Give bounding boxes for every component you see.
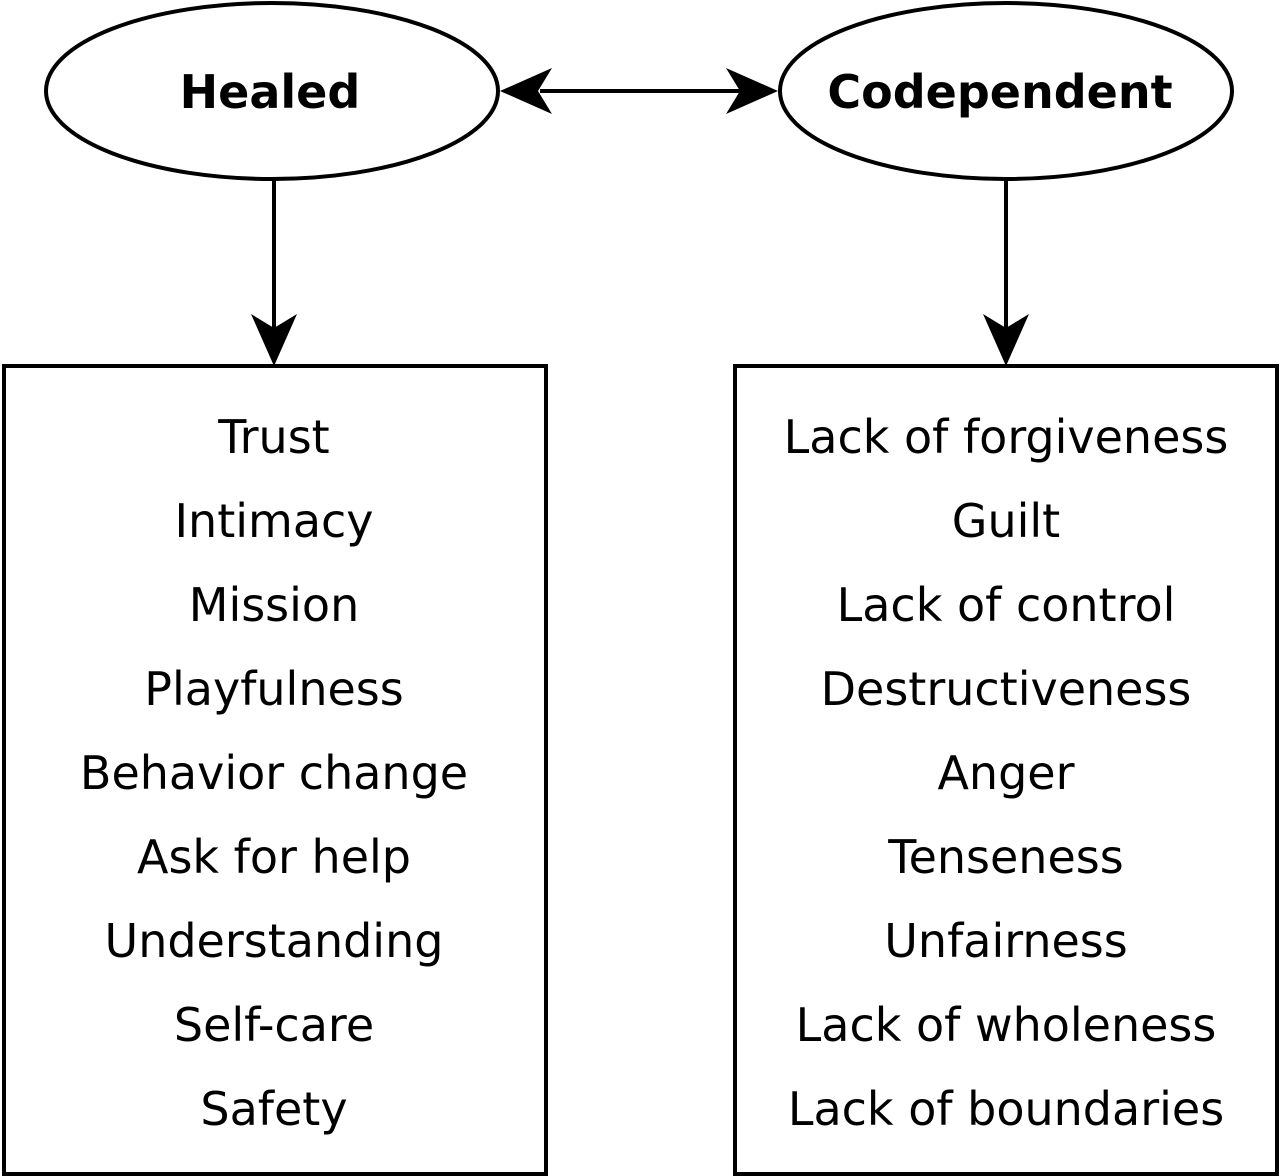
list-item: Self-care	[174, 998, 374, 1052]
arrowhead-right-icon	[726, 68, 778, 114]
arrowhead-down-icon	[251, 314, 297, 366]
list-item: Mission	[189, 578, 359, 632]
list-item: Guilt	[952, 494, 1060, 548]
codependent-list: Lack of forgiveness Guilt Lack of contro…	[784, 410, 1229, 1136]
list-item: Destructiveness	[821, 662, 1192, 716]
list-item: Intimacy	[174, 494, 373, 548]
codependent-down-arrow	[983, 180, 1029, 366]
list-item: Playfulness	[144, 662, 403, 716]
codependent-node: Codependent	[778, 1, 1234, 181]
healed-box	[2, 364, 548, 1176]
healed-down-arrow	[251, 180, 297, 366]
arrowhead-left-icon	[500, 68, 552, 114]
healed-title: Healed	[180, 65, 361, 119]
bidirectional-arrow	[500, 68, 778, 114]
codependent-ellipse	[778, 1, 1234, 181]
codependent-box	[733, 364, 1279, 1176]
arrowhead-down-icon	[983, 314, 1029, 366]
list-item: Anger	[937, 746, 1074, 800]
list-item: Ask for help	[137, 830, 411, 884]
list-item: Lack of boundaries	[788, 1082, 1224, 1136]
list-item: Unfairness	[884, 914, 1127, 968]
list-item: Lack of forgiveness	[784, 410, 1229, 464]
list-item: Trust	[217, 410, 329, 464]
healed-list: Trust Intimacy Mission Playfulness Behav…	[80, 410, 468, 1136]
list-item: Lack of control	[837, 578, 1176, 632]
list-item: Behavior change	[80, 746, 468, 800]
list-item: Tenseness	[887, 830, 1123, 884]
healed-node: Healed	[44, 1, 500, 181]
healed-ellipse	[44, 1, 500, 181]
list-item: Lack of wholeness	[796, 998, 1217, 1052]
list-item: Safety	[200, 1082, 347, 1136]
codependent-title: Codependent	[827, 65, 1172, 119]
list-item: Understanding	[105, 914, 444, 968]
